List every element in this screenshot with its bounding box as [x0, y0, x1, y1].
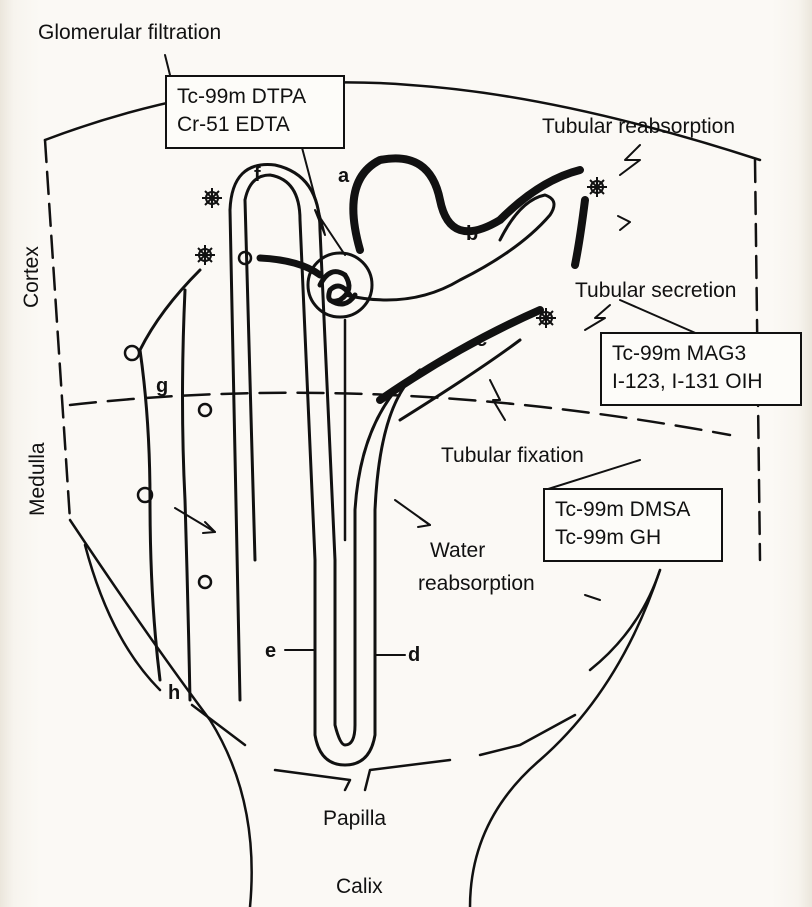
- secretion-lightning: [585, 305, 610, 330]
- secretion-agent-2: I-123, I-131 OIH: [612, 368, 790, 396]
- dashes-after-water: [585, 595, 600, 600]
- tubular-reabsorption-label: Tubular reabsorption: [542, 116, 735, 137]
- vasa-recta-left-inner: [183, 290, 191, 700]
- water-reabsorption-label-1: Water: [430, 540, 485, 561]
- water-reabsorption-label-2: reabsorption: [418, 573, 535, 594]
- proximal-tubule-right: [575, 200, 585, 265]
- papilla-outline: [70, 520, 252, 907]
- descending-limb-left: [230, 210, 240, 700]
- transporter-icon-3: [587, 177, 607, 197]
- papilla-label: Papilla: [323, 808, 386, 829]
- letter-d: d: [408, 645, 420, 665]
- letter-h: h: [168, 683, 180, 703]
- secretion-pointer: [620, 300, 700, 335]
- calix-fragment-5: [590, 570, 660, 670]
- fixation-agents-box: Tc-99m DMSA Tc-99m GH: [543, 488, 723, 562]
- transporter-icon-1: [202, 188, 222, 208]
- secretion-agents-box: Tc-99m MAG3 I-123, I-131 OIH: [600, 332, 802, 406]
- calix-fragment-3: [365, 760, 450, 790]
- glomerular-filtration-label: Glomerular filtration: [38, 22, 221, 43]
- letter-a: a: [338, 166, 349, 186]
- filtration-lightning: [300, 140, 345, 255]
- fixation-lightning: [490, 380, 505, 420]
- distal-tubule-thick: [380, 310, 540, 400]
- calix-fragment-4: [480, 715, 575, 755]
- filtration-agents-box: Tc-99m DTPA Cr-51 EDTA: [165, 75, 345, 149]
- letter-f: f: [254, 165, 261, 185]
- papilla-outline-right: [470, 570, 660, 907]
- calix-cup-left: [85, 545, 160, 690]
- fixation-agent-1: Tc-99m DMSA: [555, 496, 711, 524]
- loop-of-henle-outer: [245, 175, 420, 765]
- reabsorption-pointer: [620, 145, 640, 175]
- secretion-agent-1: Tc-99m MAG3: [612, 340, 790, 368]
- medulla-label: Medulla: [26, 442, 50, 516]
- calix-fragment-1: [192, 705, 245, 745]
- transporter-icon-4: [536, 308, 556, 328]
- vasa-recta-left: [140, 350, 160, 680]
- calix-label: Calix: [336, 876, 383, 897]
- filtration-pointer: [165, 55, 170, 75]
- letter-g: g: [156, 376, 168, 396]
- afferent-arteriole: [260, 258, 320, 275]
- tubular-fixation-label: Tubular fixation: [441, 445, 584, 466]
- filtration-agent-1: Tc-99m DTPA: [177, 83, 333, 111]
- filtration-agent-2: Cr-51 EDTA: [177, 111, 333, 139]
- arrowhead-reabsorption: [618, 216, 630, 230]
- proximal-tubule-inner: [345, 195, 554, 300]
- fixation-agent-2: Tc-99m GH: [555, 524, 711, 552]
- glomerulus-tuft: [320, 272, 355, 304]
- arrow-left-mid: [175, 508, 215, 532]
- cortex-label: Cortex: [20, 246, 44, 308]
- letter-c: c: [476, 330, 487, 350]
- vessel-branch-top: [140, 270, 200, 350]
- letter-e: e: [265, 641, 276, 661]
- calix-fragment-2: [275, 770, 350, 790]
- transporter-icon-2: [195, 245, 215, 265]
- tubular-secretion-label: Tubular secretion: [575, 280, 736, 301]
- letter-b: b: [466, 224, 478, 244]
